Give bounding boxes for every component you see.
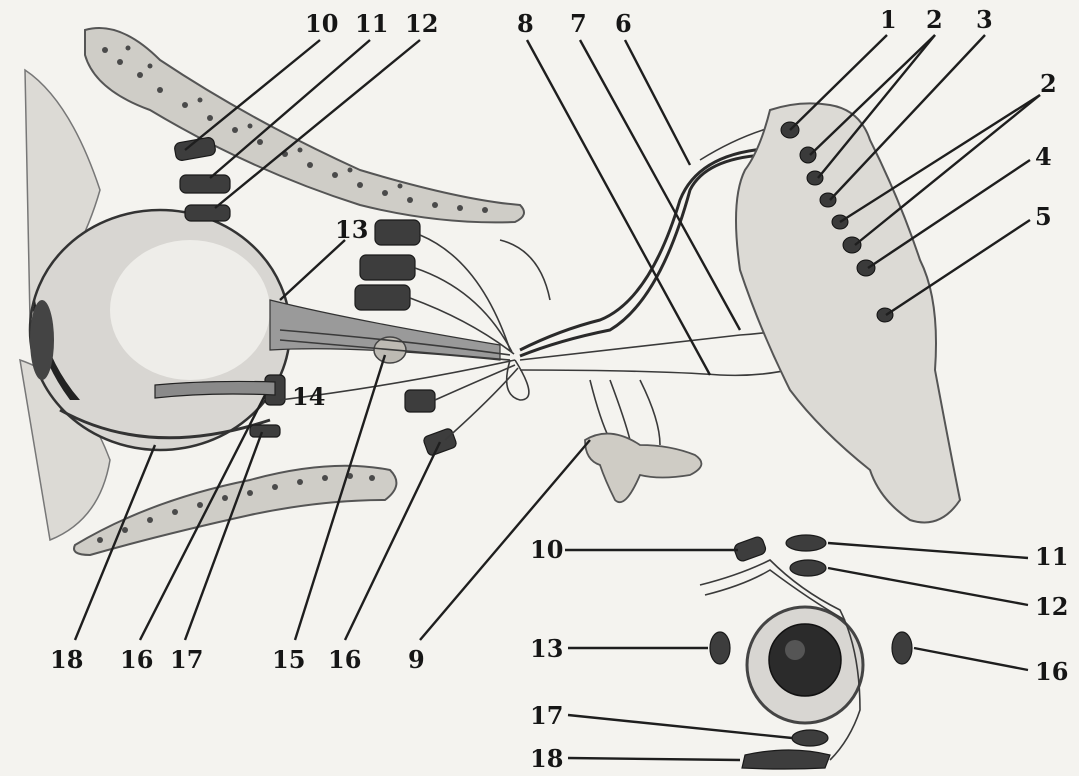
label-13-main: 13 [335, 215, 368, 244]
inset-front-view [700, 535, 912, 769]
label-right-2: 2 [1040, 69, 1057, 98]
inset-label-18: 18 [530, 744, 563, 772]
inset-label-11: 11 [1035, 542, 1068, 571]
label-right-4: 4 [1035, 142, 1052, 171]
label-right-5: 5 [1035, 202, 1052, 231]
inset-label-13: 13 [530, 634, 563, 663]
label-top-7: 7 [570, 9, 587, 38]
label-top-11: 11 [355, 9, 388, 38]
orbit-floor-bone [74, 466, 396, 555]
eyeball [30, 210, 290, 450]
label-14-main: 14 [292, 382, 325, 411]
label-bottom-9: 9 [408, 645, 425, 674]
inset-label-10: 10 [530, 535, 563, 564]
inset-label-12: 12 [1035, 592, 1068, 621]
label-bottom-17: 17 [170, 645, 203, 674]
orbit-roof-bone [85, 28, 524, 222]
label-bottom-16b: 16 [328, 645, 361, 674]
label-bottom-16a: 16 [120, 645, 153, 674]
inset-label-16: 16 [1035, 657, 1068, 686]
label-top-6: 6 [615, 9, 632, 38]
label-top-3: 3 [976, 5, 993, 34]
label-top-8: 8 [517, 9, 534, 38]
pituitary-gland [585, 434, 701, 503]
label-bottom-15: 15 [272, 645, 305, 674]
inset-label-17: 17 [530, 701, 563, 730]
label-top-12: 12 [405, 9, 438, 38]
label-top-1: 1 [880, 5, 897, 34]
label-top-2: 2 [926, 5, 943, 34]
label-top-10: 10 [305, 9, 338, 38]
label-bottom-18: 18 [50, 645, 83, 674]
